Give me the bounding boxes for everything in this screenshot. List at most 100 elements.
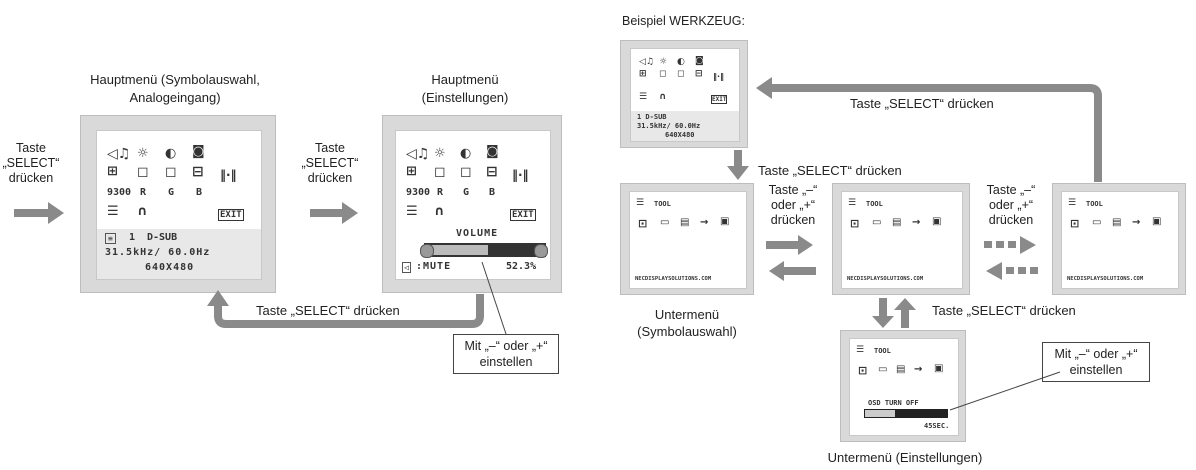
position-v-icon: ◻ [677, 69, 685, 79]
size-icon: ⊟ [486, 164, 498, 180]
arrow-left-icon [986, 262, 1002, 280]
auto-adjust-icon: ◙ [486, 144, 499, 159]
tool-icon: ☰ [636, 198, 645, 208]
exit-icon: EXIT [218, 209, 244, 221]
exit-icon: EXIT [711, 95, 728, 104]
arrow-icon: → [912, 217, 921, 228]
settings-screen: ◁♫ ☼ ◐ ◙ ⊞ ◻ ◻ ⊟ ‖·‖ 9300 R G B ☰ ∩ EXIT… [382, 115, 562, 293]
osd-position-icon: ▭ [1092, 217, 1102, 228]
adjust-note-right: Mit „–“ oder „+“ einstellen [1042, 342, 1150, 382]
osd-timer-icon: ▤ [680, 217, 690, 228]
tool-settings-osd: ☰ TOOL ⊡ ▭ ▤ → ▣ OSD TURN OFF 45SEC. [849, 338, 959, 436]
mute-label: :MUTE [416, 261, 452, 272]
dash-segment [984, 241, 992, 248]
exit-icon: ▣ [934, 363, 944, 374]
exit-icon: ▣ [1152, 216, 1162, 227]
color-r-label: R [437, 187, 444, 198]
auto-adjust-icon: ◙ [695, 56, 704, 66]
osd-main-menu: ◁♫ ☼ ◐ ◙ ⊞ ◻ ◻ ⊟ ‖·‖ 9300 R G B ☰ ∩ EXIT… [96, 130, 262, 280]
arrow-icon: → [914, 364, 923, 375]
input-number: 1 [129, 232, 136, 243]
phase-icon: ‖·‖ [512, 168, 529, 182]
language-icon: ⊡ [638, 217, 648, 230]
sun-icon: ☼ [137, 146, 149, 161]
osd-info-panel: ≡ 1 D-SUB 31.5kHz/ 60.0Hz 640X480 [97, 229, 261, 279]
language-icon: ⊡ [858, 364, 868, 377]
pointer-line [949, 371, 1061, 411]
resolution-readout: 640X480 [145, 262, 195, 273]
press-select-top-label: Taste „SELECT“ drücken [850, 96, 994, 111]
off-timer-label: OSD TURN OFF [868, 399, 919, 407]
tool-title: TOOL [654, 200, 671, 208]
submenu-settings-label: Untermenü (Einstellungen) [827, 450, 983, 465]
language-icon: ⊡ [1070, 217, 1080, 230]
tool-icon: ☰ [856, 345, 865, 355]
slider-max-knob [534, 244, 548, 258]
press-select-down-label: Taste „SELECT“ drücken [758, 163, 902, 178]
tool-submenu-screen-2: ☰ TOOL ⊡ ▭ ▤ → ▣ NECDISPLAYSOLUTIONS.COM [832, 183, 970, 295]
press-select-sub-label: Taste „SELECT“ drücken [932, 303, 1076, 318]
return-loop [770, 84, 1102, 182]
dash-segment [1008, 241, 1016, 248]
osd-position-icon: ▭ [660, 217, 670, 228]
website-text: NECDISPLAYSOLUTIONS.COM [1067, 276, 1144, 282]
tool-icon: ☰ [107, 204, 119, 219]
dash-segment [1006, 267, 1014, 274]
dash-segment [1018, 267, 1026, 274]
volume-slider-fill [426, 245, 488, 255]
language-icon: ⊡ [850, 217, 860, 230]
main-menu-icons-title: Hauptmenü (Symbolauswahl, Analogeingang) [90, 72, 260, 105]
arrow-up-icon [894, 298, 916, 328]
color-r-label: R [140, 187, 147, 198]
example-info-panel: 1 D-SUB 31.5kHz/ 60.0Hz 640X480 [631, 111, 739, 141]
minus-plus-label-2: Taste „–“ oder „+“ drücken [986, 183, 1036, 227]
reset-icon: ∩ [137, 204, 148, 219]
tool-title: TOOL [874, 347, 891, 355]
arrow-up-icon [207, 290, 229, 306]
press-select-return-label: Taste „SELECT“ drücken [256, 303, 400, 318]
main-menu-settings-title: Hauptmenü (Einstellungen) [421, 72, 509, 105]
volume-value: 52.3% [506, 261, 537, 272]
sun-icon: ☼ [659, 57, 668, 67]
size-icon: ⊟ [695, 69, 703, 79]
pointer-line [481, 261, 507, 335]
position-h-icon: ◻ [434, 164, 446, 180]
contrast-icon: ◐ [677, 57, 685, 67]
osd-position-icon: ▭ [878, 364, 888, 375]
arrow-right-icon [14, 202, 64, 224]
reset-icon: ∩ [659, 92, 667, 102]
phase-icon: ‖·‖ [713, 72, 725, 81]
exit-icon: ▣ [932, 216, 942, 227]
exit-icon: EXIT [510, 209, 536, 221]
dash-segment [996, 241, 1004, 248]
osd-timer-icon: ▤ [896, 364, 906, 375]
dash-segment [1030, 267, 1038, 274]
input-line: 1 D-SUB [637, 113, 667, 121]
brightness-icon: ◁♫ [639, 57, 654, 67]
auto-icon: ⊞ [406, 164, 417, 179]
tool-submenu-screen-1: ☰ TOOL ⊡ ▭ ▤ → ▣ NECDISPLAYSOLUTIONS.COM [620, 183, 754, 295]
color-g-label: G [168, 187, 175, 198]
tool-settings-screen: ☰ TOOL ⊡ ▭ ▤ → ▣ OSD TURN OFF 45SEC. [840, 330, 966, 442]
brightness-icon: ◁♫ [107, 146, 131, 162]
tool-icon: ☰ [406, 204, 418, 219]
off-timer-slider [864, 409, 948, 418]
tool-icon: ☰ [848, 198, 857, 208]
submenu-icons-label: Untermenü (Symbolauswahl) [637, 307, 737, 339]
arrow-icon: → [1132, 217, 1141, 228]
color-preset-label: 9300 [107, 187, 132, 198]
slider-min-knob [420, 244, 434, 258]
tool-icon: ☰ [1068, 198, 1077, 208]
tool-title: TOOL [1086, 200, 1103, 208]
website-text: NECDISPLAYSOLUTIONS.COM [635, 276, 712, 282]
phase-icon: ‖·‖ [220, 168, 237, 182]
size-icon: ⊟ [192, 164, 204, 180]
contrast-icon: ◐ [165, 146, 177, 161]
adjust-note-left: Mit „–“ oder „+“ einstellen [453, 334, 559, 374]
resolution-readout: 640X480 [665, 131, 695, 139]
osd-timer-icon: ▤ [892, 217, 902, 228]
osd-position-icon: ▭ [872, 217, 882, 228]
tool-submenu-osd-1: ☰ TOOL ⊡ ▭ ▤ → ▣ NECDISPLAYSOLUTIONS.COM [629, 191, 747, 289]
tool-submenu-osd-3: ☰ TOOL ⊡ ▭ ▤ → ▣ NECDISPLAYSOLUTIONS.COM [1061, 191, 1179, 289]
